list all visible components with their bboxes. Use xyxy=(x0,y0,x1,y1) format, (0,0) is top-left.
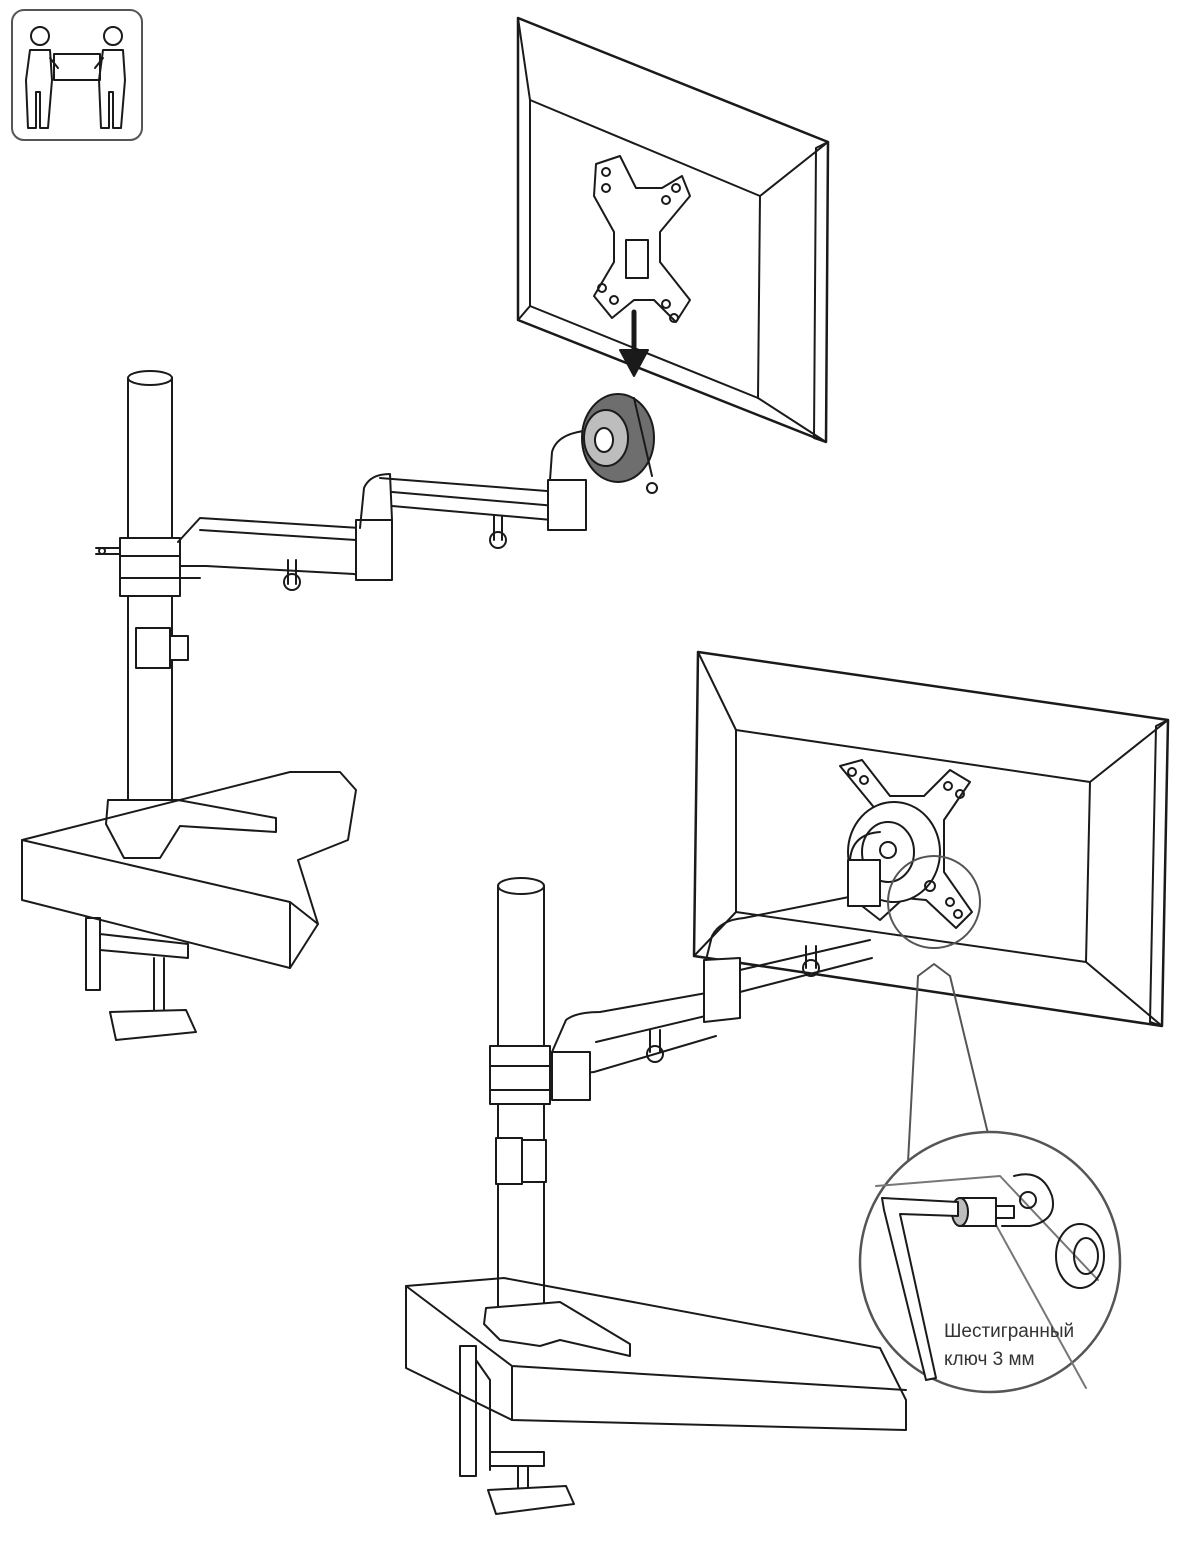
arm-assembly-top xyxy=(95,370,658,819)
bottom-monitor xyxy=(692,650,1170,1028)
hex-key-label: Шестигранный ключ 3 мм xyxy=(944,1318,1114,1374)
top-monitor xyxy=(516,16,830,444)
desk-top xyxy=(21,771,357,1041)
arrow-down-icon xyxy=(619,309,649,377)
hex-key-callout xyxy=(858,975,1122,1394)
desk-bottom xyxy=(405,1277,907,1515)
two-person-lift-icon xyxy=(11,9,143,141)
vesa-plate-top xyxy=(593,155,691,323)
vesa-head-top xyxy=(581,393,658,494)
hex-key-label-line1: Шестигранный xyxy=(944,1321,1075,1342)
arm-assembly-bottom xyxy=(489,831,881,1317)
hex-key-label-line2: ключ 3 мм xyxy=(944,1349,1035,1370)
